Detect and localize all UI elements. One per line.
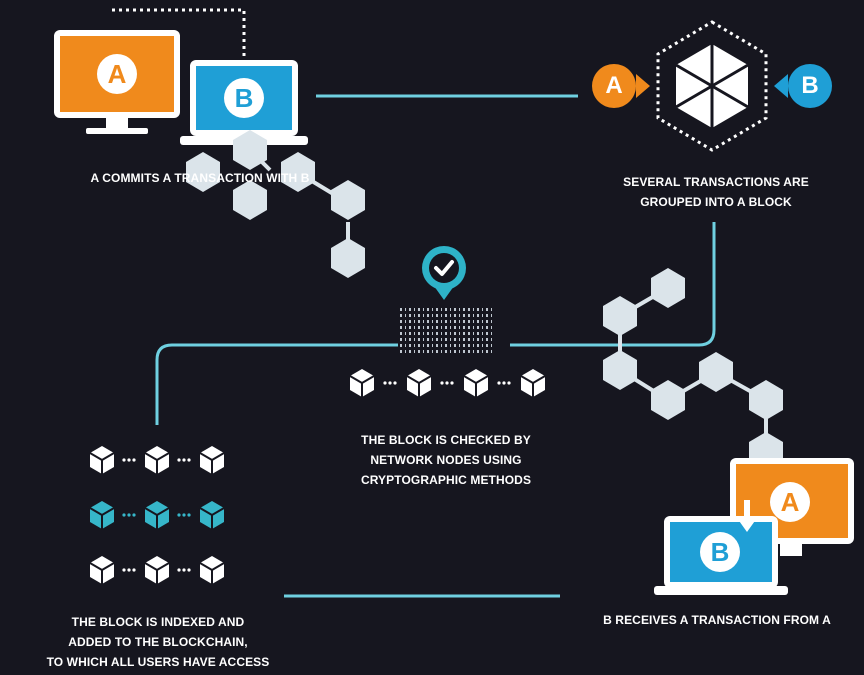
- step2-caption: SEVERAL TRANSACTIONS ARE GROUPED INTO A …: [623, 175, 809, 209]
- screen-b-bottom-letter: B: [700, 532, 740, 572]
- connector-lines: [155, 94, 716, 598]
- dotted-link: [112, 8, 246, 56]
- step1-caption: A COMMITS A TRANSACTION WITH B: [90, 171, 310, 185]
- screen-a-bottom-letter: A: [770, 482, 810, 522]
- badge-b-pointer: [774, 74, 788, 98]
- badge-a: A: [592, 64, 636, 108]
- step4-caption: THE BLOCK IS INDEXED AND ADDED TO THE BL…: [46, 615, 270, 669]
- blockchain-grid: [89, 445, 225, 585]
- badge-b: B: [788, 64, 832, 108]
- screen-a-letter: A: [97, 54, 137, 94]
- data-matrix-icon: [400, 308, 493, 354]
- block-icon: [656, 20, 768, 152]
- screen-b-letter: B: [224, 78, 264, 118]
- arrow-down-icon: [737, 500, 757, 532]
- block-chain-row: [349, 368, 546, 398]
- hexagon-chain-top: [186, 130, 365, 278]
- step5-caption: B RECEIVES A TRANSACTION FROM A: [603, 613, 831, 627]
- hexagon-chain-right: [603, 268, 783, 472]
- badge-a-pointer: [636, 74, 650, 98]
- checkmark-icon: [422, 246, 466, 300]
- step3-caption: THE BLOCK IS CHECKED BY NETWORK NODES US…: [360, 433, 532, 487]
